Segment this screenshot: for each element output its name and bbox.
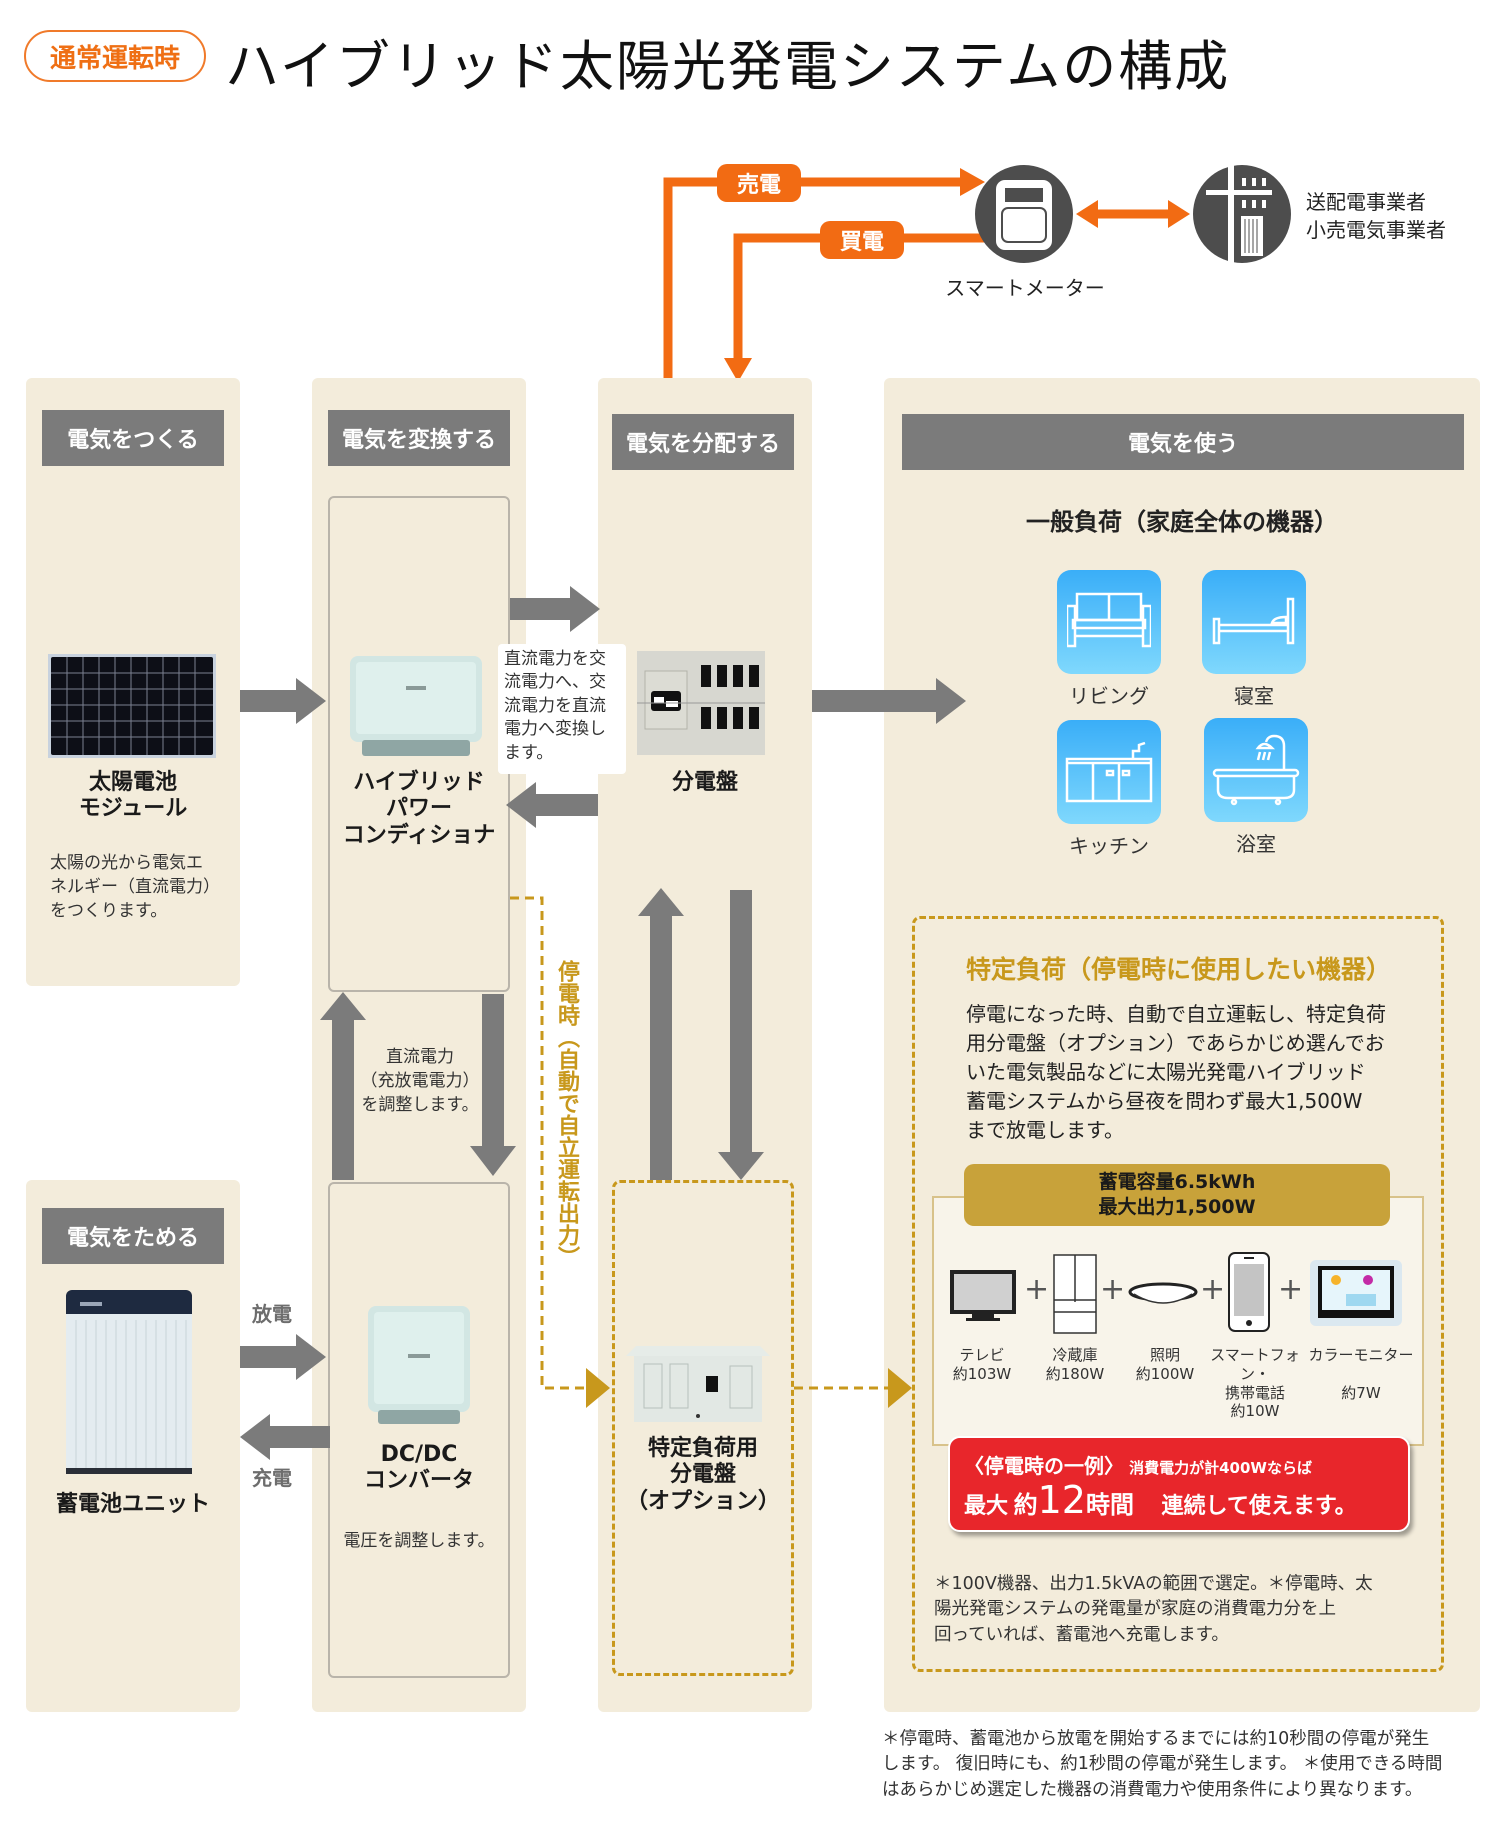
battery-spec-pill: 蓄電容量6.5kWh 最大出力1,500W (964, 1164, 1390, 1226)
smartphone-icon (1228, 1252, 1270, 1332)
power-conditioner-name: ハイブリッド パワー コンディショナ (342, 770, 496, 848)
refrigerator-icon (1053, 1254, 1097, 1336)
battery-unit-image (66, 1290, 192, 1476)
specific-load-note: ＊100V機器、出力1.5kVAの範囲で選定。＊停電時、太 陽光発電システムの発… (934, 1574, 1373, 1645)
arrow-dcdc-to-conditioner (320, 992, 366, 1180)
smart-meter-label: スマートメーター (945, 276, 1105, 300)
dcdc-converter-name: DC/DC コンバータ (363, 1442, 474, 1494)
plus-sign: + (1024, 1272, 1050, 1307)
room-bathroom: 浴室 (1204, 718, 1321, 857)
dcdc-converter-description: 電圧を調整します。 (343, 1531, 495, 1551)
utility-arrowhead-right (1168, 200, 1190, 228)
discharge-label: 放電 (252, 1302, 292, 1326)
solar-panel-image (48, 654, 216, 758)
ceiling-light-icon (1128, 1282, 1198, 1306)
room-label: リビング (1069, 684, 1149, 708)
general-load-title: 一般負荷（家庭全体の機器） (1026, 508, 1338, 536)
kitchen-icon (1057, 720, 1161, 824)
appliance-label-refrigerator: 冷蔵庫 約180W (1045, 1346, 1105, 1383)
arrow-conditioner-to-panel (510, 586, 600, 632)
footnote: ＊停電時、蓄電池から放電を開始するまでには約10秒間の停電が発生 します。 復旧… (882, 1729, 1443, 1800)
room-bedroom: 寝室 (1202, 570, 1319, 709)
bathtub-icon (1204, 718, 1308, 822)
room-label: 浴室 (1236, 832, 1276, 856)
distribution-panel-name: 分電盤 (671, 770, 738, 795)
arrow-solar-to-conditioner (240, 678, 326, 724)
store-section-header: 電気をためる (42, 1208, 224, 1264)
specific-panel-name: 特定負荷用 分電盤 （オプション） (625, 1436, 780, 1514)
sell-power-label: 売電 (717, 164, 801, 202)
arrow-discharge (240, 1334, 326, 1380)
utility-pole-icon (1192, 164, 1292, 264)
buy-arrowhead (724, 358, 752, 382)
distribute-column (598, 378, 812, 1712)
specific-load-panel-image (626, 1346, 770, 1424)
meter-arrowhead-left (1076, 200, 1098, 228)
conversion-note: 直流電力を交 流電力へ、交 流電力を直流 電力へ変換し ます。 (498, 644, 626, 774)
example-max: 最大 (964, 1494, 1009, 1519)
outage-example-box: 〈停電時の一例〉 消費電力が計400Wならば 最大 約12時間 連続して使えます… (948, 1436, 1410, 1532)
outage-path-arrowhead (586, 1368, 610, 1408)
bed-icon (1202, 570, 1306, 674)
sell-arrowhead (960, 168, 985, 196)
room-label: キッチン (1069, 834, 1149, 858)
color-monitor-icon (1310, 1260, 1402, 1326)
sofa-icon (1057, 570, 1161, 674)
solar-module-description: 太陽の光から電気エ ネルギー（直流電力） をつくります。 (50, 853, 220, 921)
utility-labels: 送配電事業者 小売電気事業者 (1306, 188, 1446, 244)
example-hours-value: 12 (1037, 1478, 1086, 1522)
example-hours-unit: 時間 (1085, 1491, 1134, 1519)
page-title: ハイブリッド太陽光発電システムの構成 (225, 35, 1231, 98)
specific-load-area (912, 916, 1444, 1672)
plus-sign: + (1200, 1272, 1226, 1307)
arrow-charge (240, 1414, 330, 1460)
power-conditioner-image (348, 656, 484, 760)
room-label: 寝室 (1234, 684, 1274, 708)
appliance-label-tv: テレビ 約103W (952, 1346, 1012, 1383)
room-living: リビング (1057, 570, 1174, 709)
plus-sign: + (1278, 1272, 1304, 1307)
dc-power-note: 直流電力 （充放電電力） を調整します。 (360, 1047, 480, 1115)
appliance-label-monitor: カラーモニター 約7W (1308, 1346, 1414, 1402)
appliance-label-smartphone: スマートフォン・ 携帯電話 約10W (1210, 1346, 1300, 1421)
solar-module-name: 太陽電池 モジュール (78, 770, 188, 822)
dcdc-converter-image (366, 1306, 472, 1426)
charge-label: 充電 (252, 1466, 292, 1490)
mode-badge: 通常運転時 (24, 30, 206, 82)
arrow-specific-to-panel (638, 888, 684, 1180)
use-section-header: 電気を使う (902, 414, 1464, 470)
arrow-panel-to-specific (718, 890, 764, 1180)
tv-icon (948, 1268, 1018, 1326)
utility-label-transmission: 送配電事業者 (1306, 190, 1426, 214)
specific-load-title: 特定負荷（停電時に使用したい機器） (966, 955, 1392, 984)
arrow-panel-to-use (812, 678, 966, 724)
outage-path-line (510, 896, 584, 1390)
plus-sign: + (1100, 1272, 1126, 1307)
example-prefix: 〈停電時の一例〉 (964, 1454, 1124, 1478)
room-kitchen: キッチン (1057, 720, 1174, 859)
battery-unit-name: 蓄電池ユニット (55, 1492, 210, 1517)
generate-section-header: 電気をつくる (42, 410, 224, 466)
buy-power-label: 買電 (820, 221, 904, 259)
appliance-label-light: 照明 約100W (1135, 1346, 1195, 1383)
arrow-conditioner-to-dcdc (470, 994, 516, 1176)
specific-to-use-arrowhead (888, 1368, 912, 1408)
utility-label-retail: 小売電気事業者 (1306, 218, 1446, 242)
example-approx: 約 (1013, 1491, 1038, 1519)
convert-section-header: 電気を変換する (328, 410, 510, 466)
outage-path-label: 停電時（自動で自立運転出力） (552, 956, 580, 1272)
smart-meter-icon (974, 164, 1074, 264)
distribution-panel-image (637, 651, 765, 755)
arrow-panel-to-conditioner (506, 782, 598, 828)
distribute-section-header: 電気を分配する (612, 414, 794, 470)
specific-load-description: 停電になった時、自動で自立運転し、特定負荷 用分電盤（オプション）であらかじめ選… (966, 1002, 1386, 1142)
example-continuous: 連続して使えます。 (1161, 1494, 1357, 1519)
example-condition: 消費電力が計400Wならば (1129, 1459, 1312, 1477)
specific-panel-box (612, 1180, 794, 1676)
sell-flow-line (663, 177, 960, 378)
